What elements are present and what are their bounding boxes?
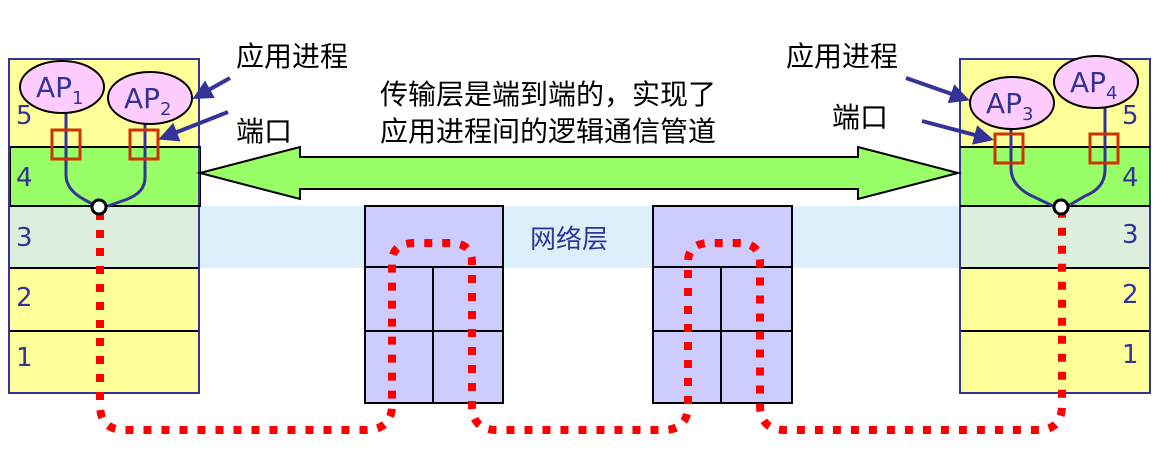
transport-description-line1: 传输层是端到端的，实现了 — [380, 78, 716, 111]
right-layer-2 — [960, 268, 1150, 331]
left-layer-5-number: 5 — [16, 101, 33, 131]
app-process-pointer-left — [192, 76, 231, 99]
right-socket-node — [1052, 198, 1070, 216]
left-layer-4-number: 4 — [16, 163, 33, 193]
right-layer-4-number: 4 — [1122, 163, 1139, 193]
right-ap4-link — [1067, 108, 1107, 208]
ap2-process — [107, 71, 193, 125]
port-right-4 — [1088, 132, 1120, 165]
ap1-label: AP1 — [36, 71, 84, 109]
left-ap2-link — [107, 118, 147, 208]
port-left-1 — [50, 128, 82, 161]
app-process-label-right: 应用进程 — [786, 40, 898, 73]
ap4-process — [1053, 55, 1139, 109]
right-layer-1-number: 1 — [1122, 340, 1139, 370]
app-process-pointer-right — [905, 76, 970, 104]
data-path — [96, 212, 1066, 434]
left-layer-3-number: 3 — [16, 223, 33, 253]
port-right-3 — [993, 132, 1025, 165]
ap3-process — [969, 76, 1055, 130]
left-layer-1-number: 1 — [16, 343, 33, 373]
ap4-label: AP4 — [1070, 66, 1118, 104]
router-2 — [652, 205, 793, 404]
ap2-label: AP2 — [124, 82, 172, 120]
left-layer-2-number: 2 — [16, 283, 33, 313]
right-layer-2-number: 2 — [1122, 280, 1139, 310]
port-label-left: 端口 — [236, 115, 292, 148]
network-layer-band — [200, 206, 960, 268]
right-layer-3-number: 3 — [1122, 220, 1139, 250]
left-layer-4 — [9, 146, 201, 207]
port-pointer-left — [158, 110, 229, 142]
port-pointer-right — [921, 119, 994, 145]
left-ap1-link — [64, 108, 99, 209]
right-ap3-link — [1009, 126, 1054, 208]
ap3-label: AP3 — [986, 87, 1034, 125]
network-layer-label: 网络层 — [530, 225, 608, 255]
right-layer-3 — [960, 206, 1150, 268]
transport-description-line2: 应用进程间的逻辑通信管道 — [380, 115, 716, 148]
right-layer-5-number: 5 — [1122, 101, 1139, 131]
left-socket-node — [90, 198, 108, 216]
port-label-right: 端口 — [832, 101, 888, 134]
transport-pipe-arrow — [196, 145, 962, 201]
router-1 — [364, 205, 504, 404]
ap1-process — [19, 60, 105, 114]
right-layer-1 — [960, 331, 1150, 393]
port-left-2 — [128, 128, 160, 161]
app-process-label-left: 应用进程 — [236, 40, 348, 73]
